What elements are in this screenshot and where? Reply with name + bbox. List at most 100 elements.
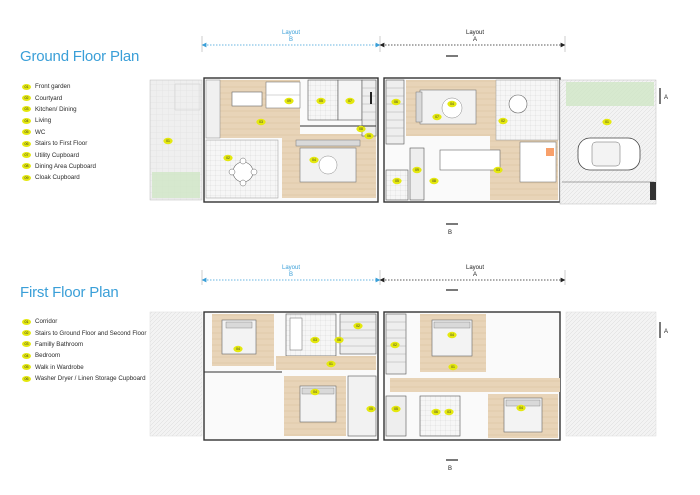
legend-item: 03 Familly Bathroom	[22, 339, 146, 350]
room-tag-number: 05	[319, 99, 323, 103]
room-tag-number: 02	[501, 119, 505, 123]
legend-label: Familly Bathroom	[35, 340, 84, 348]
room-tag-number: 04	[450, 102, 454, 106]
room-tag: 04	[233, 345, 243, 353]
legend-badge: 06	[22, 375, 31, 382]
legend-label: Courtyard	[35, 94, 63, 102]
legend-badge: 03	[22, 341, 31, 348]
room-tag-number: 02	[226, 156, 230, 160]
legend-badge: 05	[22, 129, 31, 136]
room-tag: 09	[412, 166, 422, 174]
first-floor-title: First Floor Plan	[20, 284, 119, 301]
room-tag-number: 08	[432, 179, 436, 183]
room-tag: 02	[498, 117, 508, 125]
legend-item: 08 Dining Area Cupboard	[22, 161, 96, 172]
room-tag-number: 07	[348, 99, 352, 103]
legend-label: Stairs to First Floor	[35, 140, 88, 148]
layout-a-label: Layout	[466, 265, 484, 271]
legend-badge: 09	[22, 174, 31, 181]
room-tag-number: 01	[166, 139, 170, 143]
room-tag: 01	[326, 360, 336, 368]
legend-item: 01 Corridor	[22, 316, 146, 327]
legend-label: Dining Area Cupboard	[35, 162, 96, 170]
room-tag: 02	[223, 154, 233, 162]
room-tag: 03	[444, 408, 454, 416]
layout-a-letter: A	[473, 272, 477, 278]
section-marker-b: B	[448, 230, 452, 236]
legend-badge: 05	[22, 364, 31, 371]
legend-badge: 02	[22, 95, 31, 102]
legend-badge: 01	[22, 318, 31, 325]
ground-floor-plan: Layout B Layout A	[149, 30, 668, 236]
layout-a-letter: A	[473, 37, 477, 43]
room-tag: 06	[391, 98, 401, 106]
room-tag-number: 02	[356, 324, 360, 328]
room-tags-house-b: 01 02 03 04 05 06 07 08 09	[163, 97, 374, 164]
room-tag-number: 06	[394, 100, 398, 104]
legend-item: 04 Living	[22, 115, 96, 126]
room-tag-number: 01	[605, 120, 609, 124]
room-tag-number: 01	[329, 362, 333, 366]
room-tag: 05	[392, 177, 402, 185]
room-tag-number: 01	[451, 365, 455, 369]
room-tag: 02	[390, 341, 400, 349]
layout-b-letter: B	[289, 37, 293, 43]
room-tag-number: 06	[337, 338, 341, 342]
room-tag-number: 05	[395, 179, 399, 183]
section-marker-a: A	[664, 95, 668, 101]
legend-badge: 02	[22, 330, 31, 337]
legend-badge: 04	[22, 117, 31, 124]
room-tag-number: 05	[394, 407, 398, 411]
room-tag: 07	[345, 97, 355, 105]
room-tag-number: 09	[287, 99, 291, 103]
room-tag-number: 03	[313, 338, 317, 342]
room-tag-number: 03	[447, 410, 451, 414]
room-tag: 04	[447, 100, 457, 108]
legend-label: Utility Cupboard	[35, 151, 80, 159]
room-tag: 02	[353, 322, 363, 330]
room-tag: 03	[256, 118, 266, 126]
room-tag: 08	[429, 177, 439, 185]
room-tag-number: 07	[435, 115, 439, 119]
legend-badge: 07	[22, 152, 31, 159]
legend-badge: 08	[22, 163, 31, 170]
room-tag-number: 04	[236, 347, 240, 351]
room-tag: 01	[448, 363, 458, 371]
room-tag: 03	[310, 336, 320, 344]
legend-item: 02 Courtyard	[22, 92, 96, 103]
room-tag: 09	[284, 97, 294, 105]
legend-item: 06 Stairs to First Floor	[22, 138, 96, 149]
room-tag: 01	[163, 137, 173, 145]
room-tag-number: 02	[393, 343, 397, 347]
first-floor-legend: 01 Corridor 02 Stairs to Ground Floor and …	[22, 316, 146, 384]
room-tag-number: 06	[434, 410, 438, 414]
room-tag: 06	[431, 408, 441, 416]
room-tag: 04	[310, 388, 320, 396]
room-tag: 04	[309, 156, 319, 164]
legend-badge: 01	[22, 83, 31, 90]
legend-label: Corridor	[35, 318, 58, 326]
legend-label: Stairs to Ground Floor and Second Floor	[35, 329, 147, 337]
room-tag-number: 04	[313, 390, 317, 394]
legend-label: Living	[35, 117, 52, 125]
room-tag: 08	[356, 125, 366, 133]
legend-label: Kitchen/ Dining	[35, 105, 77, 113]
room-tag: 05	[391, 405, 401, 413]
room-tag-number: 04	[519, 406, 523, 410]
legend-badge: 06	[22, 140, 31, 147]
room-tag: 06	[364, 132, 374, 140]
room-tag-number: 06	[367, 134, 371, 138]
room-tag-number: 04	[312, 158, 316, 162]
legend-item: 07 Utility Cupboard	[22, 149, 96, 160]
ground-floor-title: Ground Floor Plan	[20, 48, 140, 65]
room-tag: 07	[432, 113, 442, 121]
room-tag: 01	[602, 118, 612, 126]
